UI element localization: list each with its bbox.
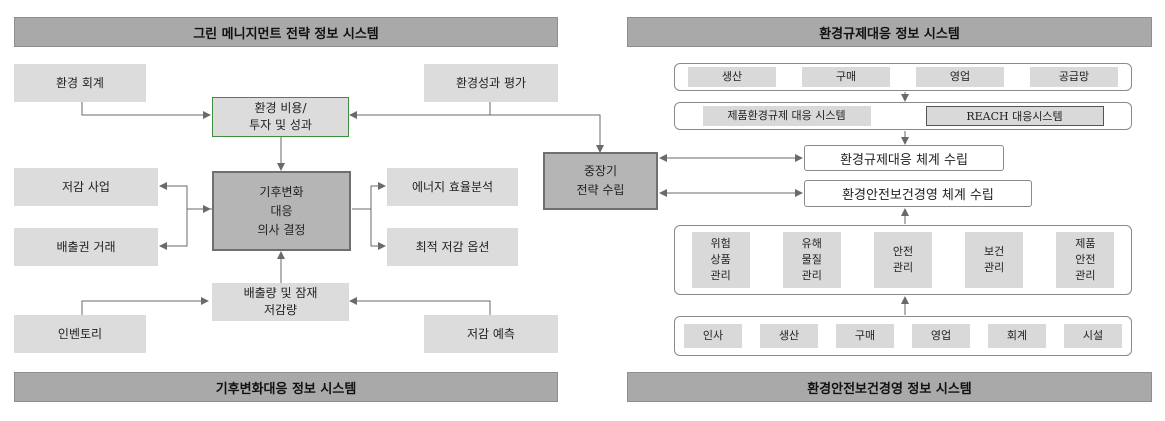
bottom-function-row: 인사 생산 구매 영업 회계 시설 — [674, 316, 1132, 356]
top-row-item: 구매 — [802, 67, 890, 87]
env-cost-box: 환경 비용/ 투자 및 성과 — [212, 97, 349, 137]
mgmt-item: 유해 물질 관리 — [782, 232, 841, 288]
mgmt-item-line: 관리 — [984, 261, 1005, 274]
right-top-title: 환경규제대응 정보 시스템 — [627, 17, 1152, 47]
emission-line2: 저감량 — [263, 303, 298, 317]
emission-potential-box: 배출량 및 잠재 저감량 — [212, 283, 349, 321]
reg-system-row: 제품환경규제 대응 시스템 REACH 대응시스템 — [674, 102, 1132, 130]
bottom-row-item: 회계 — [988, 324, 1046, 348]
top-row-item: 영업 — [916, 67, 1004, 87]
mgmt-item-line: 상품 — [710, 253, 731, 266]
left-top-title: 그린 메니지먼트 전략 정보 시스템 — [14, 17, 558, 47]
optimal-option-box: 최적 저감 옵션 — [387, 228, 518, 266]
mgmt-item-line: 위험 — [710, 237, 731, 250]
climate-decision-box: 기후변화 대응 의사 결정 — [212, 171, 351, 251]
mgmt-item: 안전 관리 — [873, 232, 932, 288]
inventory-box: 인벤토리 — [14, 315, 146, 353]
env-accounting-box: 환경 회계 — [14, 64, 146, 102]
env-cost-line1: 환경 비용/ — [254, 101, 307, 115]
mgmt-item: 보건 관리 — [965, 232, 1024, 288]
mgmt-item-line: 관리 — [710, 269, 731, 282]
product-reg-system: 제품환경규제 대응 시스템 — [702, 106, 871, 126]
strategy-line2: 전략 수립 — [576, 183, 625, 197]
top-function-row: 생산 구매 영업 공급망 — [674, 63, 1132, 91]
top-row-item: 공급망 — [1030, 67, 1118, 87]
mgmt-item-line: 물질 — [801, 253, 822, 266]
mgmt-item: 위험 상품 관리 — [691, 232, 750, 288]
emission-line1: 배출량 및 잠재 — [243, 286, 318, 300]
strategy-box: 중장기 전략 수립 — [543, 152, 658, 210]
reach-system: REACH 대응시스템 — [925, 106, 1104, 126]
energy-analysis-box: 에너지 효율분석 — [387, 168, 518, 206]
ehs-framework-box: 환경안전보건경영 체계 수립 — [804, 180, 1032, 207]
bottom-row-item: 시설 — [1064, 324, 1122, 348]
emission-trading-box: 배출권 거래 — [14, 228, 158, 266]
mgmt-item-line: 유해 — [801, 237, 822, 250]
mgmt-item-line: 보건 — [984, 245, 1005, 258]
bottom-row-item: 구매 — [836, 324, 894, 348]
climate-line2: 대응 — [270, 203, 293, 218]
left-bottom-title: 기후변화대응 정보 시스템 — [14, 372, 558, 402]
bottom-row-item: 영업 — [912, 324, 970, 348]
mgmt-item-line: 안전 — [1075, 253, 1096, 266]
mgmt-item-line: 관리 — [1075, 269, 1096, 282]
climate-line3: 의사 결정 — [257, 222, 306, 237]
reg-framework-box: 환경규제대응 체계 수립 — [804, 145, 1004, 171]
env-cost-line2: 투자 및 성과 — [249, 118, 312, 132]
reduction-forecast-box: 저감 예측 — [424, 315, 558, 353]
right-bottom-title: 환경안전보건경영 정보 시스템 — [627, 372, 1152, 402]
bottom-row-item: 인사 — [684, 324, 742, 348]
mgmt-item-line: 안전 — [892, 245, 914, 258]
mgmt-item: 제품 안전 관리 — [1056, 232, 1115, 288]
reduction-project-box: 저감 사업 — [14, 168, 158, 206]
top-row-item: 생산 — [688, 67, 776, 87]
mgmt-items-row: 위험 상품 관리 유해 물질 관리 안전 관리 보건 관리 제품 안전 관리 — [674, 225, 1132, 295]
env-performance-box: 환경성과 평가 — [424, 64, 558, 102]
strategy-line1: 중장기 — [583, 164, 618, 178]
climate-line1: 기후변화 — [259, 184, 304, 199]
mgmt-item-line: 제품 — [1075, 237, 1096, 250]
mgmt-item-line: 관리 — [801, 269, 822, 282]
bottom-row-item: 생산 — [760, 324, 818, 348]
mgmt-item-line: 관리 — [892, 261, 914, 274]
